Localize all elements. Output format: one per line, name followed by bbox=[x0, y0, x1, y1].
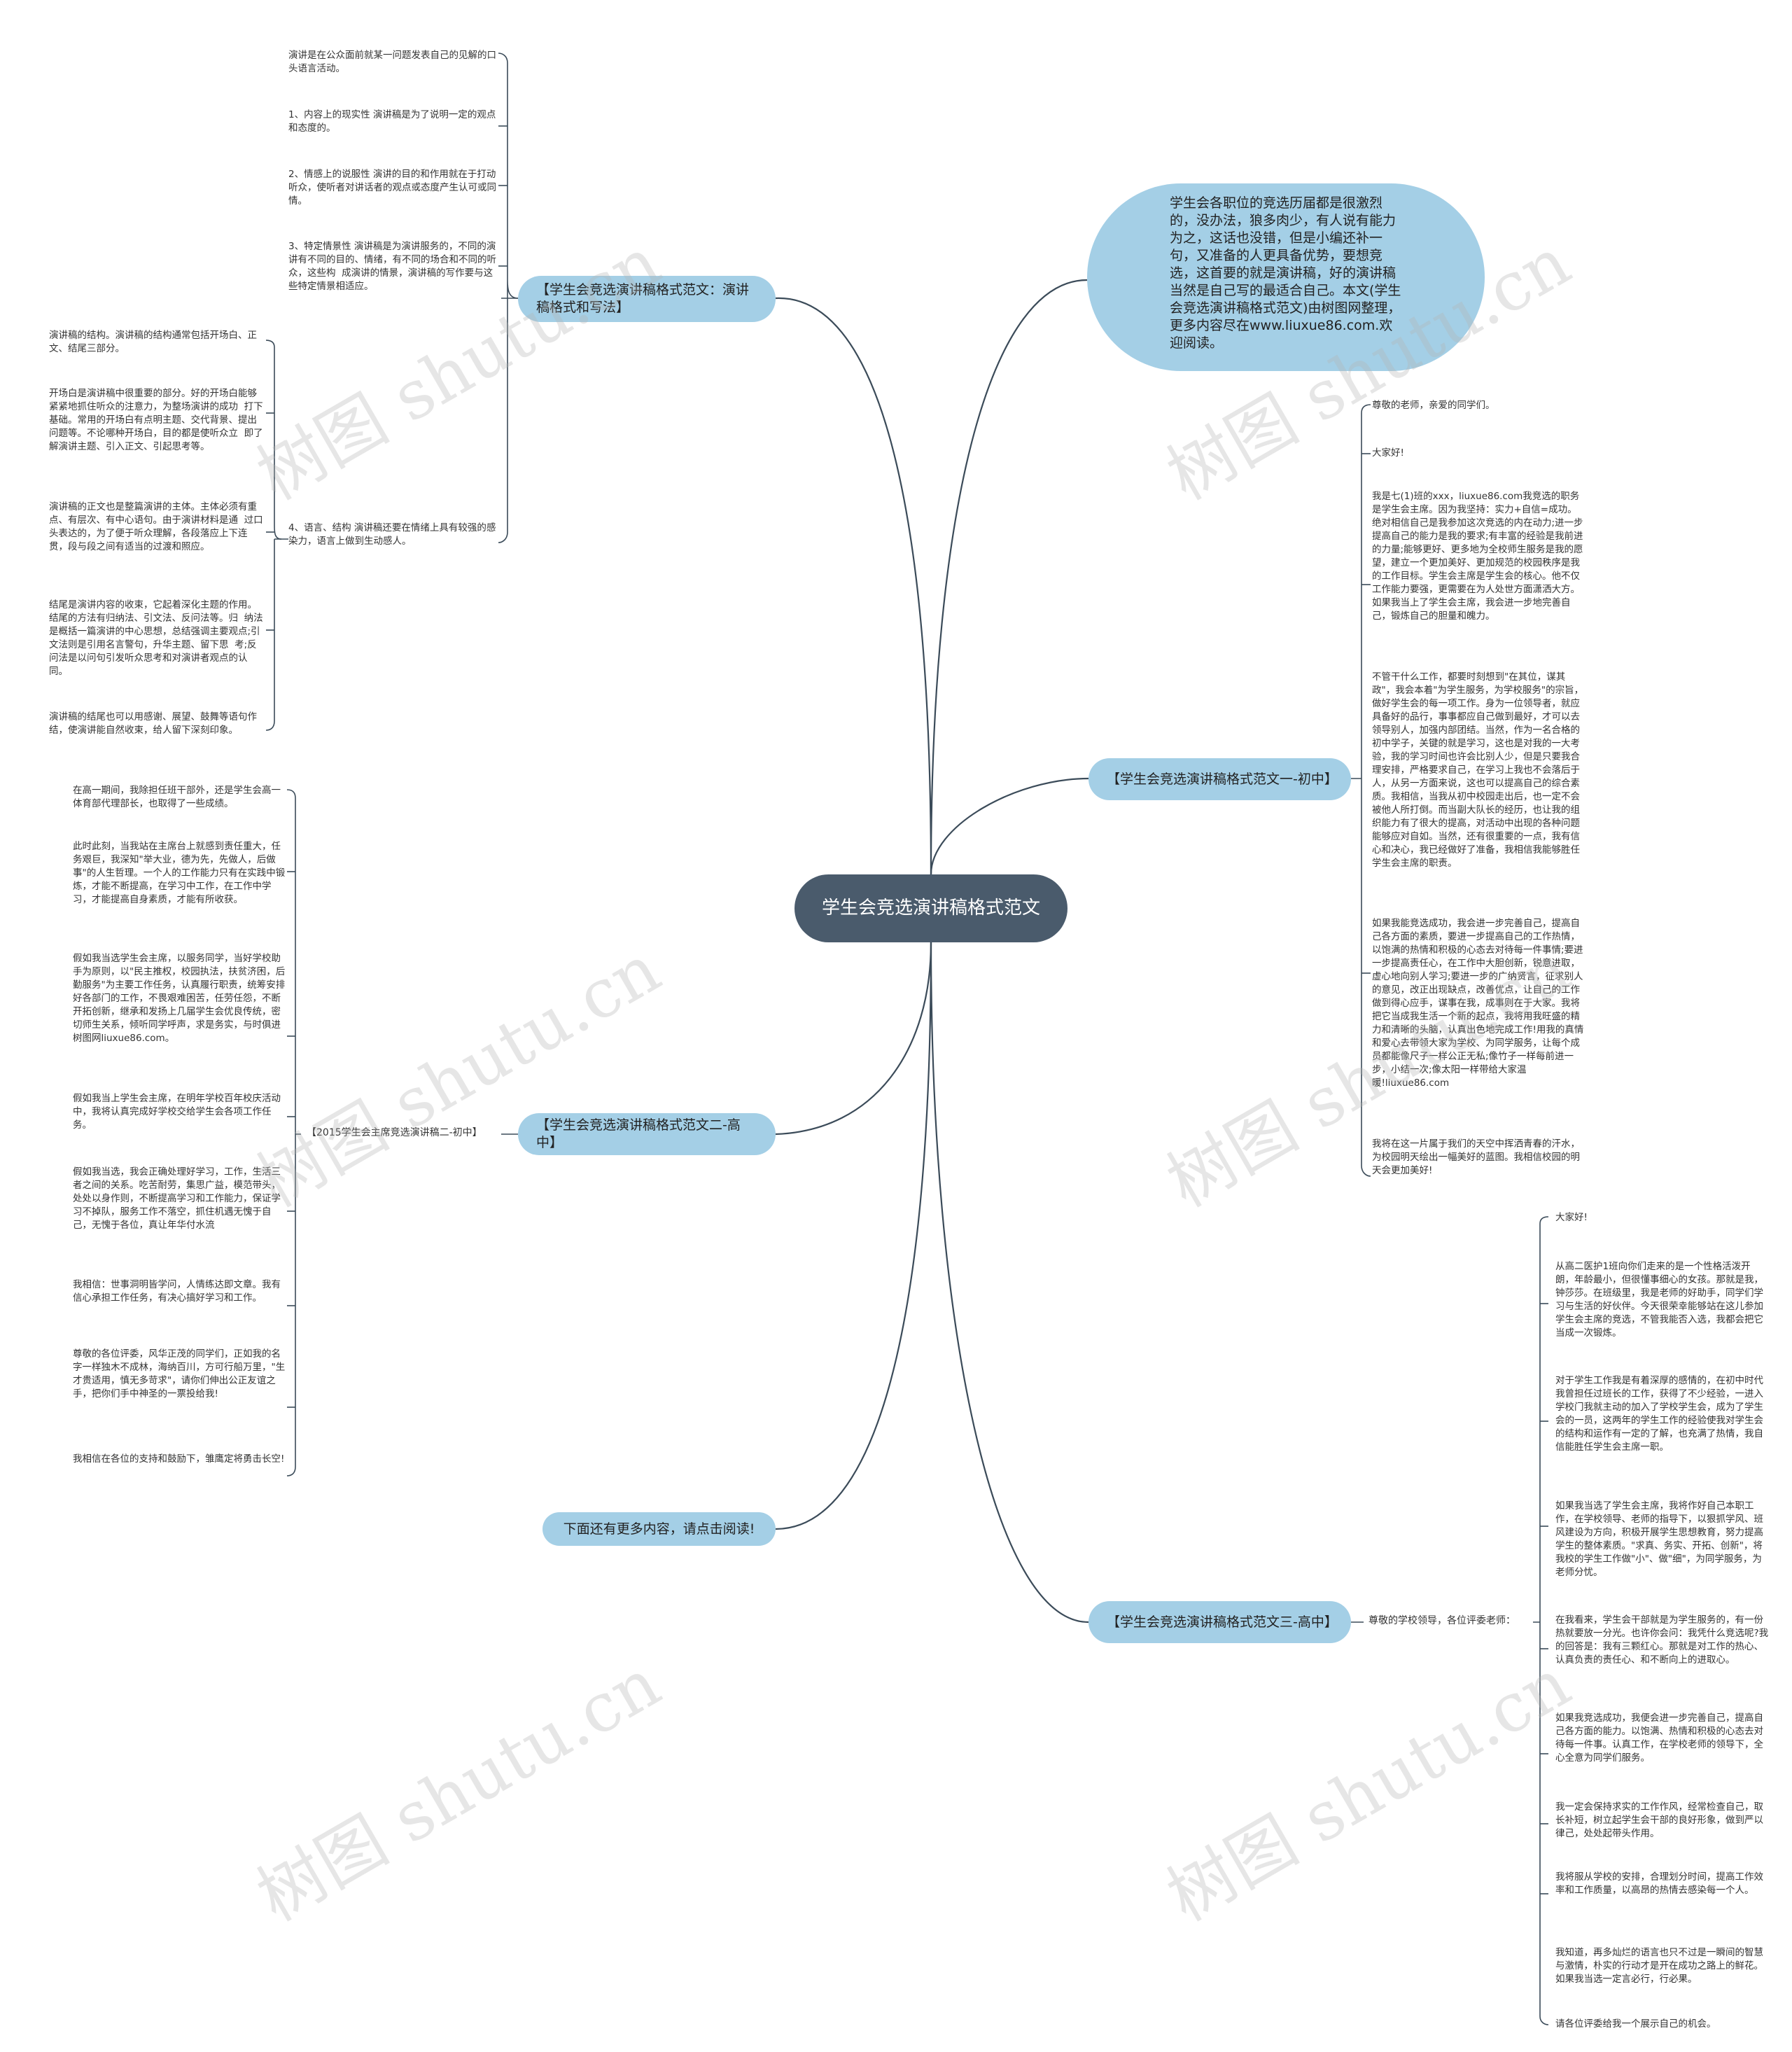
link-root-b4 bbox=[775, 942, 932, 1530]
b5-item-1: 大家好! bbox=[1555, 1212, 1588, 1223]
b3-item-3: 假如我当选学生会主席，以服务同学，当好学校助手为原则，以"民主推权，校园执法，扶… bbox=[73, 953, 286, 1044]
b1-sub-4: 结尾是演讲内容的收束，它起着深化主题的作用。结尾的方法有归纳法、引文法、反问法等… bbox=[49, 599, 263, 677]
branch-example-1-junior[interactable]: 【学生会竞选演讲稿格式范文一-初中】 bbox=[1088, 758, 1351, 800]
b3-item-7: 尊敬的各位评委，风华正茂的同学们，正如我的名字一样独木不成林，海纳百川，方可行船… bbox=[73, 1348, 286, 1400]
root-topic[interactable]: 学生会竞选演讲稿格式范文 bbox=[794, 874, 1068, 942]
b2-item-5: 如果我能竞选成功，我会进一步完善自己，提高自己各方面的素质，要进一步提高自己的工… bbox=[1372, 918, 1584, 1089]
b5-item-5: 在我看来，学生会干部就是为学生服务的，有一份热就要放一分光。也许你会问：我凭什么… bbox=[1555, 1614, 1769, 1666]
link-root-b1 bbox=[775, 297, 932, 875]
b3-item-6: 我相信：世事洞明皆学问，人情练达即文章。我有信心承担工作任务，有决心搞好学习和工… bbox=[73, 1279, 281, 1304]
bracket-b5-items bbox=[1533, 1216, 1549, 2025]
bracket-b3-items bbox=[286, 789, 301, 1477]
b3-item-2: 此时此刻，当我站在主席台上就感到责任重大，任务艰巨，我深知"举大业，德为先，先做… bbox=[73, 841, 286, 905]
b5-item-3: 对于学生工作我是有着深厚的感情的，在初中时代我曾担任过班长的工作，获得了不少经验… bbox=[1555, 1375, 1763, 1453]
b1-sub-1: 演讲稿的结构。演讲稿的结构通常包括开场白、正文、结尾三部分。 bbox=[49, 330, 257, 354]
b5-item-4: 如果我当选了学生会主席，我将作好自己本职工作，在学校领导、老师的指导下，以狠抓学… bbox=[1555, 1500, 1763, 1578]
branch-example-2-senior[interactable]: 【学生会竞选演讲稿格式范文二-高中】 bbox=[518, 1113, 776, 1155]
b3-item-5: 假如我当选，我会正确处理好学习，工作，生活三者之间的关系。吃苦耐劳，集思广益，模… bbox=[73, 1166, 281, 1231]
link-root-b2 bbox=[930, 777, 1089, 875]
b1-item-3: 2、情感上的说服性 演讲的目的和作用就在于打动听众，使听者对讲话者的观点或态度产… bbox=[288, 169, 496, 207]
b1-sub-2: 开场白是演讲稿中很重要的部分。好的开场白能够紧紧地抓住听众的注意力，为整场演讲的… bbox=[49, 388, 263, 452]
b3-item-8: 我相信在各位的支持和鼓励下，雏鹰定将勇击长空! bbox=[73, 1453, 285, 1465]
b1-sub-5: 演讲稿的结尾也可以用感谢、展望、鼓舞等语句作结，使演讲能自然收束，给人留下深刻印… bbox=[49, 711, 257, 736]
bracket-b1 bbox=[498, 53, 519, 543]
read-more-link[interactable]: 下面还有更多内容，请点击阅读! bbox=[542, 1512, 776, 1546]
b5-item-10: 请各位评委给我一个展示自己的机会。 bbox=[1555, 2018, 1716, 2030]
b1-item-4: 3、特定情景性 演讲稿是为演讲服务的，不同的演讲有不同的目的、情绪，有不同的场合… bbox=[288, 241, 496, 292]
b5-item-8: 我将服从学校的安排，合理划分时间，提高工作效率和工作质量，以高昂的热情去感染每一… bbox=[1555, 1871, 1763, 1896]
branch-format-and-writing[interactable]: 【学生会竞选演讲稿格式范文：演讲稿格式和写法】 bbox=[518, 276, 776, 322]
link-root-intro bbox=[930, 279, 1088, 875]
b5-subtitle: 尊敬的学校领导，各位评委老师： bbox=[1368, 1615, 1516, 1626]
b5-item-7: 我一定会保持求实的工作作风，经常检查自己，取长补短，树立起学生会干部的良好形象，… bbox=[1555, 1801, 1763, 1839]
b2-item-4: 不管干什么工作，都要时刻想到"在其位，谋其政"，我会本着"为学生服务，为学校服务… bbox=[1372, 671, 1584, 869]
b3-item-1: 在高一期间，我除担任班干部外，还是学生会高一体育部代理部长，也取得了一些成绩。 bbox=[73, 785, 281, 809]
b3-item-4: 假如我当上学生会主席，在明年学校百年校庆活动中，我将认真完成好学校交给学生会各项… bbox=[73, 1093, 281, 1131]
bracket-b2 bbox=[1351, 404, 1371, 1177]
link-root-b5 bbox=[930, 942, 1089, 1624]
b2-item-1: 尊敬的老师，亲爱的同学们。 bbox=[1372, 400, 1495, 411]
b2-item-6: 我将在这一片属于我们的天空中挥洒青春的汗水，为校园明天绘出一幅美好的蓝图。我相信… bbox=[1372, 1138, 1580, 1176]
b5-item-9: 我知道，再多灿烂的语言也只不过是一瞬间的智慧与激情，朴实的行动才是开在成功之路上… bbox=[1555, 1947, 1763, 1985]
intro-summary[interactable]: 学生会各职位的竞选历届都是很激烈的，没办法，狼多肉少，有人说有能力为之，这话也没… bbox=[1087, 183, 1485, 371]
b1-item-5: 4、语言、结构 演讲稿还要在情绪上具有较强的感染力，语言上做到生动感人。 bbox=[288, 522, 496, 547]
b3-subtitle: 【2015学生会主席竞选演讲稿二-初中】 bbox=[307, 1127, 482, 1138]
b2-item-3: 我是七(1)班的xxx，liuxue86.com我竞选的职务是学生会主席。因为我… bbox=[1372, 491, 1583, 622]
b1-item-1: 演讲是在公众面前就某一问题发表自己的见解的口头语言活动。 bbox=[288, 50, 496, 74]
link-root-b3 bbox=[775, 942, 932, 1136]
b2-item-2: 大家好! bbox=[1372, 447, 1404, 459]
branch-example-3-senior[interactable]: 【学生会竞选演讲稿格式范文三-高中】 bbox=[1088, 1601, 1351, 1643]
b1-item-2: 1、内容上的现实性 演讲稿是为了说明一定的观点和态度的。 bbox=[288, 109, 496, 134]
b5-item-2: 从高二医护1班向你们走来的是一个性格活泼开朗，年龄最小，但很懂事细心的女孩。那就… bbox=[1555, 1261, 1763, 1339]
b1-sub-3: 演讲稿的正文也是整篇演讲的主体。主体必须有重点、有层次、有中心语句。由于演讲材料… bbox=[49, 501, 263, 552]
bracket-b1-sub bbox=[265, 340, 282, 731]
b5-item-6: 如果我竞选成功，我便会进一步完善自己，提高自己各方面的能力。以饱满、热情和积极的… bbox=[1555, 1712, 1763, 1764]
